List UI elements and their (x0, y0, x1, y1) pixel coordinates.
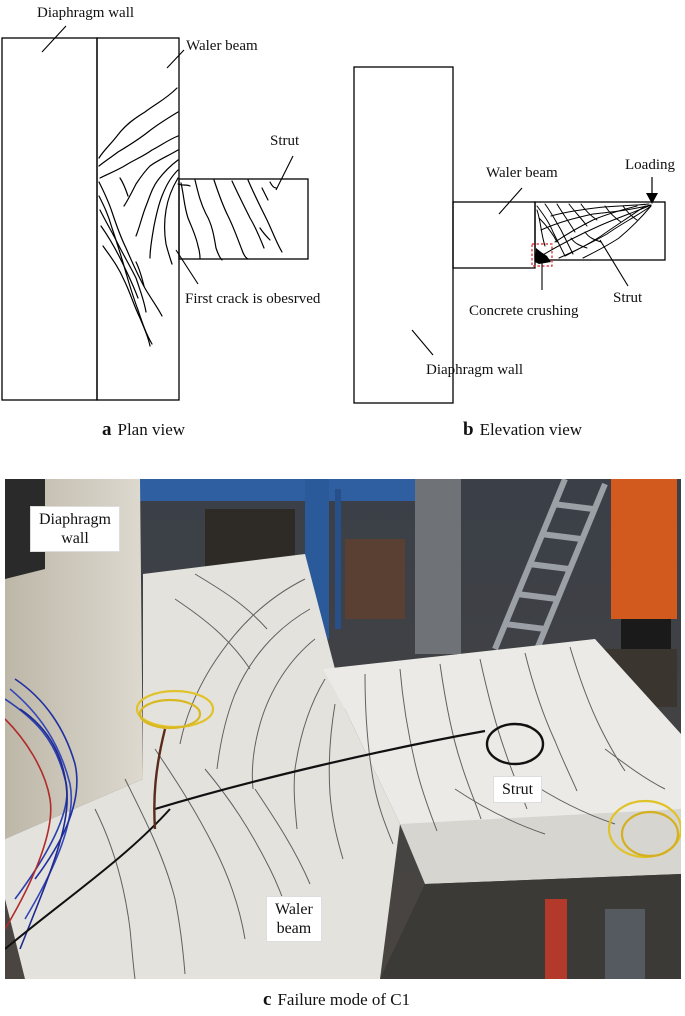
photo-label-strut: Strut (493, 776, 543, 803)
photo-steel-frame (133, 479, 443, 501)
photo-hydraulic-jack (611, 479, 677, 619)
photo-waler-beam (5, 554, 400, 979)
photo-label-waler-line1: Waler (275, 901, 313, 918)
elev-crack-pattern (536, 203, 652, 259)
plan-caption-text: Plan view (117, 420, 186, 439)
elev-label-concrete-crushing: Concrete crushing (469, 303, 579, 319)
plan-view-diagram: Diaphragm wall Waler beam Strut First cr… (1, 5, 321, 401)
photo-label-diaphragm-wall: Diaphragm wall (30, 506, 120, 552)
loading-arrow-icon (646, 193, 658, 204)
elev-concrete-crushing-mark (535, 248, 551, 264)
plan-view-caption: a Plan view (102, 419, 185, 441)
plan-label-first-crack: First crack is obesrved (185, 291, 321, 307)
photo-caption-text: Failure mode of C1 (277, 990, 411, 1009)
elev-label-diaphragm-wall: Diaphragm wall (426, 362, 523, 378)
plan-strut (178, 178, 309, 260)
photo-caption: c Failure mode of C1 (263, 989, 410, 1011)
elev-diaphragm-wall (353, 66, 454, 404)
photo-label-diaphragm-line1: Diaphragm (39, 511, 111, 528)
elev-label-loading: Loading (625, 157, 675, 173)
elevation-caption-letter: b (463, 419, 474, 440)
plan-diaphragm-wall (1, 37, 98, 401)
elevation-caption-text: Elevation view (479, 420, 583, 439)
plan-label-strut: Strut (270, 133, 300, 149)
photo-label-strut-text: Strut (502, 781, 534, 798)
elev-label-waler-beam: Waler beam (486, 165, 558, 181)
plan-label-diaphragm-wall: Diaphragm wall (37, 5, 134, 21)
photo-label-diaphragm-line2: wall (61, 530, 89, 547)
photo-label-waler-beam: Waler beam (266, 896, 322, 942)
photo-sensor-cables (5, 678, 681, 950)
elev-strut (534, 201, 666, 261)
photo-ladder (492, 479, 608, 656)
elev-label-strut: Strut (613, 290, 643, 306)
plan-crack-pattern (98, 87, 283, 347)
plan-caption-letter: a (102, 419, 112, 440)
photo-label-waler-line2: beam (276, 920, 312, 937)
photo-caption-letter: c (263, 989, 272, 1010)
elevation-view-caption: b Elevation view (463, 419, 582, 441)
elevation-view-diagram: Loading Waler beam Concrete crushing Str… (353, 66, 675, 404)
failure-mode-photo (5, 479, 681, 979)
plan-label-waler-beam: Waler beam (186, 38, 258, 54)
elev-waler-beam (452, 201, 536, 269)
